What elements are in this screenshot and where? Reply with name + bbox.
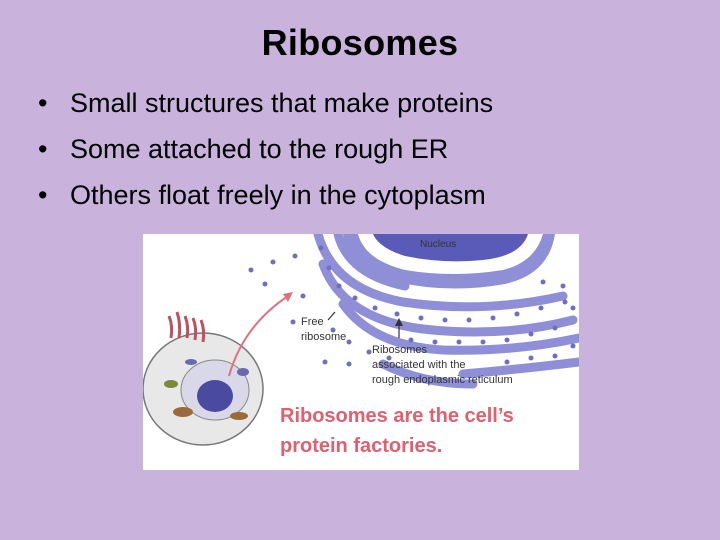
bullet-item: • Small structures that make proteins [38, 80, 493, 126]
er-ribosomes-label-line1: Ribosomes [372, 344, 428, 356]
bullet-text: Some attached to the rough ER [70, 134, 449, 164]
er-ribosomes-label-line3: rough endoplasmic reticulum [372, 374, 513, 386]
bullet-item: • Some attached to the rough ER [38, 126, 493, 172]
bullet-icon: • [38, 134, 48, 164]
nucleus-shape [343, 234, 555, 289]
ribosome-illustration: Nucleus [143, 234, 579, 470]
cilia-shape [167, 311, 206, 343]
arrowhead-icon [283, 292, 293, 302]
caption-line2: protein factories. [280, 435, 442, 457]
cell-shape [143, 332, 264, 446]
bullet-text: Others float freely in the cytoplasm [70, 180, 486, 210]
caption-line1: Ribosomes are the cell’s [280, 405, 514, 427]
free-ribosome-label-line2: ribosome [301, 331, 346, 343]
nucleus-label: Nucleus [420, 239, 456, 250]
bullet-item: • Others float freely in the cytoplasm [38, 172, 493, 218]
er-ribosomes-label-line2: associated with the [372, 359, 466, 371]
bullet-list: • Small structures that make proteins • So… [38, 80, 493, 218]
bullet-icon: • [38, 180, 48, 210]
free-ribosome-pointer [327, 311, 336, 321]
ribosome-diagram: Nucleus [143, 234, 579, 457]
zoom-arrow [228, 295, 289, 377]
slide-title: Ribosomes [261, 22, 459, 63]
ribosome-dots [248, 245, 576, 367]
bullet-text: Small structures that make proteins [70, 88, 494, 118]
pointer-arrowhead-icon [395, 318, 403, 326]
bullet-icon: • [38, 88, 48, 118]
rough-er-shape [313, 234, 579, 389]
free-ribosome-label-line1: Free [301, 316, 324, 328]
